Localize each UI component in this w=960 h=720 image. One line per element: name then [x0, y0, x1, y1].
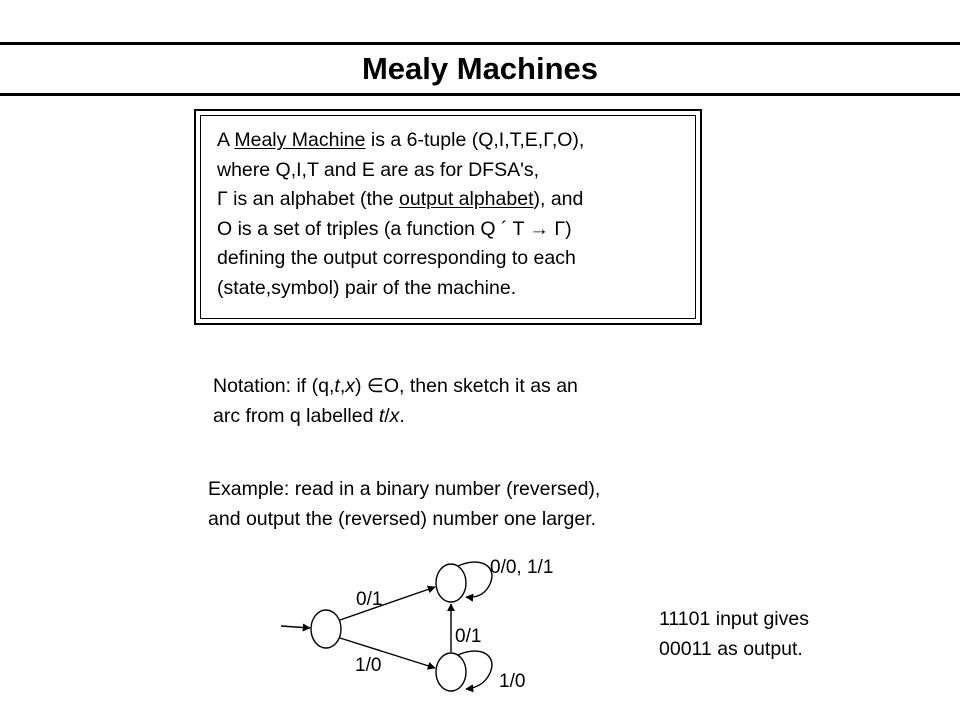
example-line-2: and output the (reversed) number one lar…	[208, 508, 597, 530]
transition-start-to-bottom	[339, 637, 436, 670]
result-text: 11101 input gives 00011 as output.	[659, 604, 809, 664]
page-title: Mealy Machines	[361, 51, 599, 86]
notation-line-2: arc from q labelled t/x.	[213, 401, 578, 431]
definition-box	[194, 109, 702, 325]
state-top	[435, 563, 467, 603]
definition-line-5: defining the output corresponding to eac…	[217, 247, 576, 270]
notation-fragment: ) ∈O, then sketch it as an	[354, 375, 578, 397]
label-start-to-bottom: 1/0	[355, 655, 381, 676]
definition-line-1: A Mealy Machine is a 6-tuple (Q,I,T,E,Γ,…	[217, 126, 687, 156]
top-rule	[0, 42, 960, 45]
definition-text-fragment: A	[217, 129, 235, 151]
definition-box-inner-border	[200, 115, 696, 319]
label-start-to-top: 0/1	[356, 589, 382, 610]
notation-fragment: /	[384, 405, 390, 427]
definition-line-6: (state,symbol) pair of the machine.	[217, 276, 517, 299]
definition-text: A Mealy Machine is a 6-tuple (Q,I,T,E,Γ,…	[217, 126, 687, 304]
label-bottom-to-top: 0/1	[455, 626, 481, 647]
notation-fragment: Notation: if (q,	[213, 375, 335, 397]
definition-line-2: where Q,I,T and E are as for DFSA's,	[217, 158, 539, 181]
notation-fragment: ,	[339, 375, 346, 397]
label-top-loop: 0/0, 1/1	[490, 557, 553, 578]
example-text: Example: read in a binary number (revers…	[208, 474, 600, 534]
result-line-1: 11101 input gives	[659, 608, 809, 630]
label-bottom-loop: 1/0	[499, 671, 525, 692]
notation-line-1: Notation: if (q,t,x) ∈O, then sketch it …	[213, 371, 578, 401]
transition-start-to-top	[339, 585, 436, 621]
self-loop-bottom	[457, 650, 493, 693]
notation-fragment: arc from q labelled	[213, 405, 379, 427]
self-loop-top	[457, 561, 493, 602]
result-line-2: 00011 as output.	[659, 638, 803, 660]
definition-line-3: Γ is an alphabet (the output alphabet), …	[217, 185, 687, 215]
definition-text-fragment: Γ is an alphabet (the	[217, 188, 400, 211]
state-start	[310, 609, 342, 649]
start-arrow	[280, 623, 311, 632]
example-line-1: Example: read in a binary number (revers…	[208, 478, 601, 500]
notation-italic-x: x	[345, 375, 355, 397]
state-bottom	[435, 652, 467, 692]
notation-italic-t: t	[378, 405, 385, 427]
definition-text-fragment: is a 6-tuple (Q,I,T,E,Γ,O),	[365, 129, 585, 151]
notation-fragment: .	[399, 405, 405, 427]
notation-italic-x: x	[389, 405, 400, 427]
term-output-alphabet: output alphabet	[399, 188, 534, 211]
term-mealy-machine: Mealy Machine	[234, 129, 366, 151]
notation-italic-t: t	[334, 375, 340, 397]
bottom-rule	[0, 93, 960, 96]
definition-line-4: O is a set of triples (a function Q ´ T …	[217, 217, 572, 240]
notation-text: Notation: if (q,t,x) ∈O, then sketch it …	[213, 371, 578, 431]
definition-text-fragment: ), and	[533, 188, 584, 211]
